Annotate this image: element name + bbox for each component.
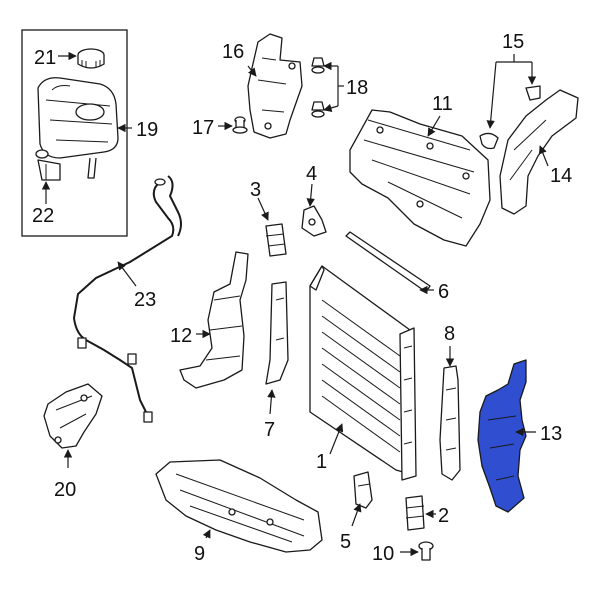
clips-18-part[interactable] <box>311 57 325 118</box>
callout-3: 3 <box>250 179 261 201</box>
air-deflector-13-part[interactable] <box>477 359 527 513</box>
callout-9: 9 <box>194 543 205 565</box>
clips-15-part[interactable] <box>479 85 541 150</box>
bracket-4-part[interactable] <box>301 205 327 237</box>
sensor-3-part[interactable] <box>265 223 287 257</box>
callout-17: 17 <box>192 117 214 139</box>
callout-7: 7 <box>264 419 275 441</box>
callout-23: 23 <box>134 289 156 311</box>
callout-10: 10 <box>372 543 394 565</box>
callout-2: 2 <box>438 505 449 527</box>
hose-23-part[interactable] <box>72 175 182 423</box>
callout-14: 14 <box>550 165 572 187</box>
callout-5: 5 <box>340 531 351 553</box>
reservoir-cap-part[interactable] <box>77 48 105 69</box>
lower-shield-9-part[interactable] <box>155 459 323 553</box>
inset-frame <box>21 29 128 237</box>
bolt-10-part[interactable] <box>418 541 434 561</box>
bracket-5-part[interactable] <box>353 471 373 509</box>
radiator-1-part[interactable] <box>309 265 417 481</box>
callout-4: 4 <box>306 163 317 185</box>
baffle-8-part[interactable] <box>439 365 461 481</box>
callout-15: 15 <box>502 31 524 53</box>
coolant-reservoir-part[interactable] <box>37 77 119 179</box>
callout-8: 8 <box>444 323 455 345</box>
bolt-17-part[interactable] <box>232 116 248 134</box>
callout-1: 1 <box>316 451 327 473</box>
deflector-14-part[interactable] <box>499 89 579 215</box>
callout-11: 11 <box>432 93 453 115</box>
callout-19: 19 <box>136 119 158 141</box>
air-guide-12-part[interactable] <box>179 251 249 389</box>
callout-20: 20 <box>54 479 76 501</box>
callout-6: 6 <box>438 281 449 303</box>
mount-2-part[interactable] <box>405 495 425 531</box>
bracket-20-part[interactable] <box>43 383 103 449</box>
upper-cover-11-part[interactable] <box>349 109 491 247</box>
callout-13: 13 <box>540 423 562 445</box>
callout-16: 16 <box>222 41 244 63</box>
callout-12: 12 <box>170 325 192 347</box>
seal-strip-6-part[interactable] <box>345 231 431 293</box>
callout-labels: 1 2 3 4 5 6 7 8 9 10 11 12 13 14 15 16 1… <box>32 31 572 565</box>
callout-21: 21 <box>34 47 56 69</box>
bracket-16-part[interactable] <box>247 33 303 139</box>
level-sensor-part[interactable] <box>35 149 61 181</box>
callout-22: 22 <box>32 205 54 227</box>
callout-18: 18 <box>346 77 368 99</box>
side-seal-7-part[interactable] <box>265 281 289 385</box>
leader-lines <box>41 51 549 557</box>
